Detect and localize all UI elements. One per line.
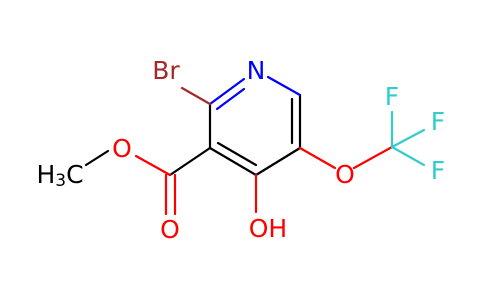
atom-o-ether: O	[335, 160, 355, 189]
bond-o-cf3	[352, 145, 394, 170]
bond-c-f2	[390, 128, 426, 149]
atom-o-ester-single: O	[112, 134, 132, 163]
methyl-c: C	[66, 160, 83, 189]
atom-methyl: H3C	[36, 160, 83, 191]
atom-o-ester-double: O	[160, 215, 180, 244]
bond-c3-c4-inner	[216, 141, 258, 167]
bond-c5-o	[298, 146, 337, 170]
atom-br: Br	[152, 56, 180, 85]
methyl-subscript: 3	[55, 171, 66, 191]
atom-f2: F	[431, 107, 445, 136]
atom-f1: F	[385, 82, 399, 111]
atom-f3: F	[431, 156, 445, 185]
bond-o-methyl	[84, 149, 110, 167]
bond-c4-c5	[254, 146, 302, 177]
bond-c2-br	[180, 86, 212, 106]
bond-c-f3	[390, 145, 426, 167]
bond-n-c2	[208, 77, 246, 106]
atom-n: N	[247, 56, 266, 85]
bond-c6-n	[266, 75, 302, 97]
bond-carbonyl-o-single	[134, 154, 172, 177]
atom-oh: OH	[249, 214, 287, 243]
bond-c3-c4	[208, 146, 258, 177]
bond-c3-carbonyl	[168, 146, 212, 177]
bond-n-c2-inner	[215, 87, 246, 111]
methyl-h: H	[36, 160, 55, 189]
